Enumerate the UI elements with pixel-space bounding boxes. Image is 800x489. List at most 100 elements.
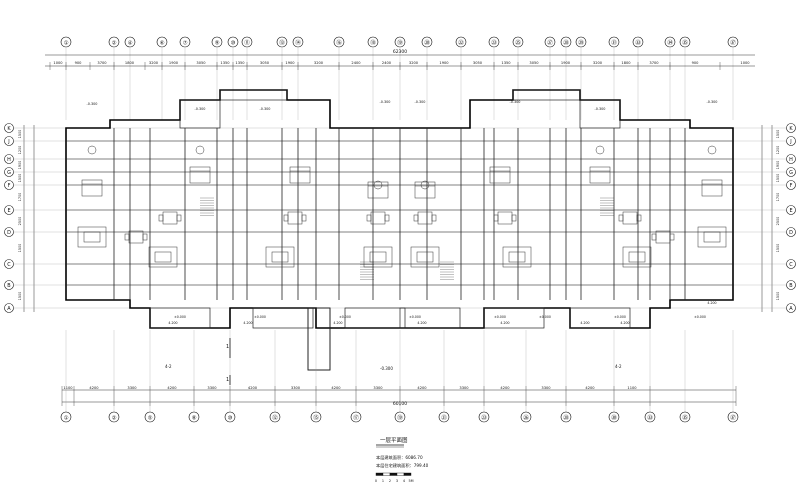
section-label-right: 4-2 <box>615 364 622 369</box>
top-axis-bubble-14-label: ⑳ <box>424 38 430 46</box>
bottom-dim-6: 4200 <box>248 386 258 390</box>
right-dim-1: 1500 <box>776 130 780 139</box>
right-axis-bubble-H-label: H <box>789 157 793 163</box>
left-dim-4: 1500 <box>18 174 22 183</box>
right-axis-bubble-K-label: K <box>789 126 793 132</box>
top-axis-bubble-5: ⑦ <box>179 36 191 48</box>
right-axis-bubble-F: F <box>786 180 796 190</box>
top-axis-bubble-18-label: ㉗ <box>547 38 553 46</box>
floor-elevation-4: ±0.000 <box>409 315 421 319</box>
left-axis-bubble-G: G <box>4 167 14 177</box>
elevation-6: -0.300 <box>707 100 718 104</box>
left-axis-bubble-J: J <box>4 136 14 146</box>
bottom-dim-12: 4200 <box>500 386 510 390</box>
top-axis-bubble-24: ㉟ <box>679 36 691 48</box>
bottom-dim-13: 3300 <box>541 386 551 390</box>
left-axis-bubble-D-label: D <box>7 230 11 236</box>
bottom-axis-bubble-13: ㉘ <box>560 411 572 423</box>
balcony-dim-6: 4.200 <box>580 321 589 325</box>
top-axis-bubble-16-label: ㉓ <box>491 38 497 46</box>
top-total-dimension: 62300 <box>393 49 407 55</box>
scale-label-3: 3 <box>396 479 398 483</box>
right-axis-bubble-A-label: A <box>789 306 793 312</box>
floor-elevation-8: ±0.000 <box>694 315 706 319</box>
balcony-dim-5: 4.200 <box>500 321 509 325</box>
bottom-dim-1: 1100 <box>63 386 73 390</box>
building-walls <box>65 89 734 371</box>
top-axis-bubble-11-label: ⑯ <box>336 38 342 46</box>
left-dim-5: 1700 <box>18 193 22 202</box>
top-axis-bubble-13: ⑲ <box>394 36 406 48</box>
left-dim-3: 1900 <box>18 161 22 170</box>
furniture-symbols <box>77 145 727 280</box>
top-axis-bubble-11: ⑯ <box>333 36 345 48</box>
top-axis-bubble-10-label: ⑭ <box>295 38 301 46</box>
bottom-axis-bubble-15: ㉝ <box>644 411 656 423</box>
right-axis-bubble-B: B <box>786 280 796 290</box>
right-dim-4: 1500 <box>776 174 780 183</box>
bottom-dim-2: 4200 <box>89 386 99 390</box>
bottom-axis-bubble-2-label: ② <box>112 414 117 421</box>
top-axis-bubble-7: ⑩ <box>227 36 239 48</box>
balcony-dim-2: 4.200 <box>243 321 252 325</box>
top-dim-4: 1800 <box>125 61 135 65</box>
balcony-dim-7: 4.200 <box>620 321 629 325</box>
right-dim-7: 1500 <box>776 244 780 253</box>
right-axis-bubble-C-label: C <box>789 262 793 268</box>
right-axis-bubble-J: J <box>786 136 796 146</box>
top-dim-9: 1350 <box>235 61 245 65</box>
top-axis-bubble-19-label: ㉘ <box>563 38 569 46</box>
top-axis-bubble-25: ㊲ <box>727 36 739 48</box>
bottom-axis-bubble-1: ① <box>60 411 72 423</box>
left-dim-6: 2500 <box>18 217 22 226</box>
left-axis-bubble-F-label: F <box>8 183 11 189</box>
right-axis-bubble-F-label: F <box>790 183 793 189</box>
elevation-2: -0.300 <box>260 107 271 111</box>
bottom-axis-bubble-3: ⑤ <box>144 411 156 423</box>
bottom-axis-bubble-9: ⑲ <box>394 411 406 423</box>
scale-label-2: 2 <box>389 479 391 483</box>
top-axis-bubble-6-label: ⑨ <box>215 39 220 46</box>
top-axis-bubble-3: ④ <box>124 36 136 48</box>
top-axis-bubble-21-label: ㉛ <box>611 38 617 46</box>
top-axis-bubble-19: ㉘ <box>560 36 572 48</box>
note-residential-area: 本层住宅建筑面积：799.40 <box>376 462 429 469</box>
top-axis-bubble-7-label: ⑩ <box>231 39 236 46</box>
top-dim-17: 3050 <box>473 61 483 65</box>
left-dim-2: 1200 <box>18 146 22 155</box>
bottom-axis-bubble-14: ㉚ <box>608 411 620 423</box>
bottom-dim-5: 3300 <box>207 386 217 390</box>
left-axis-bubble-H-label: H <box>7 157 11 163</box>
left-axis-bubble-J-label: J <box>7 139 9 145</box>
top-axis-bubble-2: ② <box>108 36 120 48</box>
top-axis-bubble-22-label: ㉝ <box>635 38 641 46</box>
top-axis-bubble-23: ㉞ <box>664 36 676 48</box>
left-axis-bubble-B: B <box>4 280 14 290</box>
top-dim-1: 1000 <box>53 61 63 65</box>
bottom-axis-bubble-3-label: ⑤ <box>148 415 153 421</box>
right-axis-bubble-H: H <box>786 154 796 164</box>
top-axis-bubble-25-label: ㊲ <box>730 38 736 46</box>
left-axis-bubble-A-label: A <box>7 306 11 312</box>
left-axis-bubble-E-label: E <box>7 208 10 214</box>
right-dim-2: 1200 <box>776 146 780 155</box>
section-marks: 1 1 4-2 4-2 -0.300 <box>165 338 622 385</box>
top-axis-bubble-17: ㉕ <box>512 36 524 48</box>
bottom-dim-11: 3300 <box>459 386 469 390</box>
top-dim-14: 2400 <box>382 61 392 65</box>
bottom-axis-bubble-4: ⑧ <box>188 411 200 423</box>
bottom-axis-bubble-17-label: ㊲ <box>730 413 736 421</box>
bottom-axis-bubble-12: ㉖ <box>520 411 532 423</box>
left-axis-bubble-K: K <box>4 123 14 133</box>
bottom-dimension-lines: 60100 <box>62 389 736 407</box>
bottom-axis-bubble-10: ㉑ <box>438 411 450 423</box>
top-axis-bubble-12: ⑱ <box>367 36 379 48</box>
top-dim-24: 900 <box>692 61 700 65</box>
right-axis-bubble-E-label: E <box>789 208 792 214</box>
top-dim-6: 1900 <box>169 61 179 65</box>
right-axis-bubble-E: E <box>786 205 796 215</box>
top-dim-19: 3050 <box>529 61 539 65</box>
